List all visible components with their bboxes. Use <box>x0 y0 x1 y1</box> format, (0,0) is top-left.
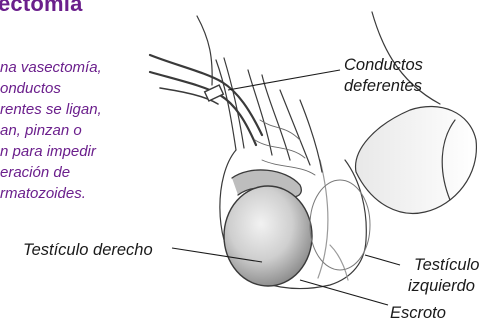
cord-vessel <box>280 90 310 165</box>
scrotum-label: Escroto <box>390 303 446 324</box>
right-testicle <box>224 186 312 286</box>
left-testicle-label: Testículo izquierdo <box>408 255 479 297</box>
cord-vessel <box>300 100 322 172</box>
vas-deferens-label-line: deferentes <box>344 76 423 97</box>
leader-left-testicle <box>365 255 400 265</box>
leader-vas-deferens <box>228 70 340 90</box>
vas-deferens-tube <box>150 72 256 145</box>
scrotum-fold <box>330 245 348 280</box>
left-testicle-label-line: izquierdo <box>408 276 479 297</box>
right-testicle-label: Testículo derecho <box>23 240 153 261</box>
left-testicle-label-line: Testículo <box>408 255 479 276</box>
vas-deferens-label: Conductos deferentes <box>344 55 423 97</box>
penis-outline <box>356 107 477 214</box>
vessel-mesh <box>255 120 315 175</box>
leader-scrotum <box>300 280 388 305</box>
scrotum-inner-line <box>318 160 328 278</box>
clamp <box>205 85 224 101</box>
left-testicle <box>310 180 370 270</box>
vas-deferens-label-line: Conductos <box>344 55 423 76</box>
